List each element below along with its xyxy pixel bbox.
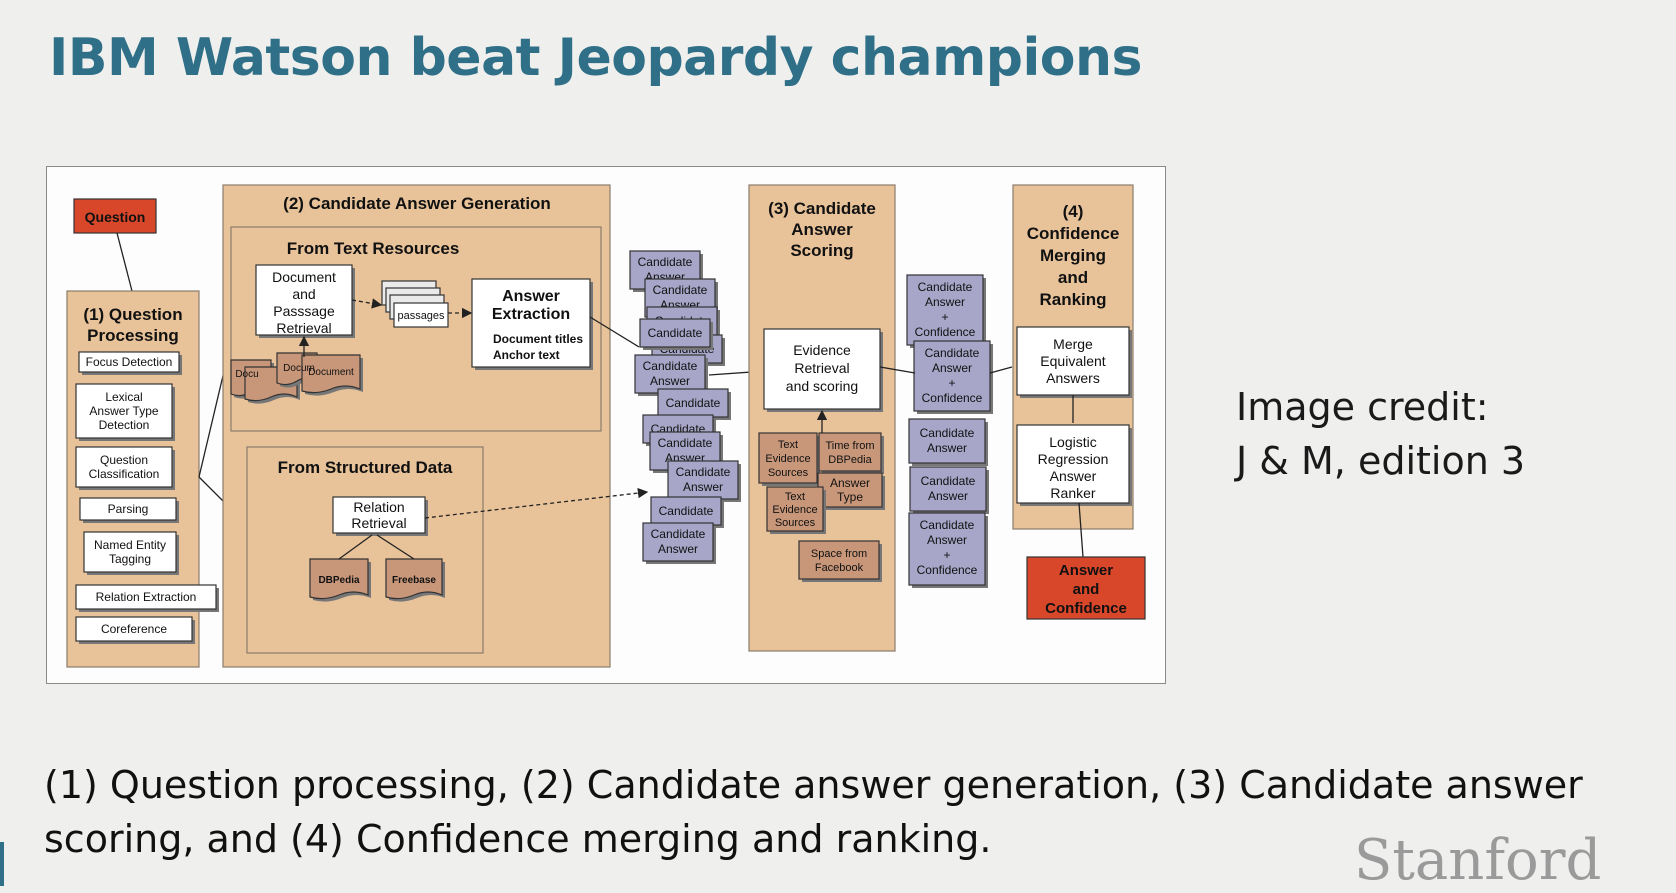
- credit-line-2: J & M, edition 3: [1236, 439, 1526, 483]
- stage1-step-5: [75, 584, 217, 610]
- stage1-step-label-3: Parsing: [108, 502, 149, 516]
- stage2-title: (2) Candidate Answer Generation: [283, 194, 551, 213]
- slide-title: IBM Watson beat Jeopardy champions: [49, 28, 1143, 88]
- text-resources-title: From Text Resources: [287, 239, 460, 258]
- freebase-to-relation-connector: [376, 534, 415, 560]
- question-to-stage1-connector: [116, 232, 133, 292]
- candidate-card-5: [634, 354, 706, 394]
- logistic-ranker-box: [1016, 424, 1130, 504]
- question-label: Question: [85, 209, 146, 225]
- doc-shape-4: [301, 354, 361, 394]
- stage1-step-4: [83, 531, 177, 573]
- freebase-source: [385, 558, 443, 600]
- answer-confidence-box: [1026, 556, 1146, 620]
- passage-sheet-front: [393, 302, 449, 328]
- extraction-to-candidates-connector: [589, 316, 640, 348]
- text-evidence-source-1: [758, 432, 818, 484]
- structured-data-panel: [246, 446, 484, 654]
- relation-retrieval-box: [332, 496, 426, 534]
- stage1-step-2: [75, 446, 173, 488]
- edge-accent-bar: [0, 842, 4, 886]
- stage1-step-3: [79, 497, 177, 521]
- scored-candidate-card-0: [906, 274, 984, 346]
- merge-answers-box: [1016, 326, 1130, 396]
- freebase-label: Freebase: [392, 575, 436, 586]
- stage1-step-0: [78, 351, 180, 373]
- scored-candidate-card-4: [908, 512, 986, 586]
- candidate-card-label-6: Candidate: [666, 396, 721, 410]
- scored-candidate-card-1: [913, 340, 991, 412]
- evidence-to-scored-connector: [879, 366, 916, 374]
- scored-candidate-card-2: [908, 418, 986, 464]
- doc-passage-retrieval-box: [255, 264, 353, 336]
- dbpedia-to-relation-connector: [338, 534, 373, 560]
- scored-candidate-card-3: [909, 466, 987, 512]
- structured-data-title: From Structured Data: [278, 458, 453, 477]
- candidate-card-4: [639, 318, 711, 348]
- doc-label-2: Docum: [283, 363, 315, 374]
- space-facebook-source: [798, 540, 880, 580]
- stage1-step-label-0: Focus Detection: [86, 355, 173, 369]
- stage1-step-6: [75, 616, 193, 642]
- question-box: [73, 198, 157, 234]
- candidate-card-11: [642, 522, 714, 562]
- answer-extraction-box: [471, 278, 591, 368]
- doc-label-1: Docu: [235, 369, 258, 380]
- candidate-card-10: [650, 496, 722, 526]
- retrieval-to-passages-arrow: [351, 298, 383, 309]
- passages-label: passages: [397, 310, 445, 322]
- image-credit: Image credit: J & M, edition 3: [1236, 380, 1525, 488]
- dbpedia-source: [309, 558, 369, 600]
- ranker-to-final-connector: [1078, 502, 1084, 558]
- dbpedia-label: DBPedia: [318, 575, 360, 586]
- scored-to-merge-connector: [989, 366, 1013, 374]
- candidate-card-label-10: Candidate: [659, 504, 714, 518]
- stage1-step-label-6: Coreference: [101, 622, 167, 636]
- relation-to-candidates-arrow: [424, 487, 649, 519]
- text-evidence-source-2: [766, 486, 824, 532]
- time-dbpedia-source: [818, 432, 882, 472]
- stanford-logo: Stanford: [1354, 828, 1602, 893]
- candidate-card-label-4: Candidate: [648, 326, 703, 340]
- slide-caption: (1) Question processing, (2) Candidate a…: [44, 763, 1583, 861]
- doc-label-3: Document: [308, 367, 354, 378]
- evidence-retrieval-box: [763, 328, 881, 410]
- credit-line-1: Image credit:: [1236, 385, 1489, 429]
- stage1-step-1: [75, 383, 173, 439]
- stage1-step-label-5: Relation Extraction: [96, 590, 197, 604]
- candidate-card-9: [667, 460, 739, 500]
